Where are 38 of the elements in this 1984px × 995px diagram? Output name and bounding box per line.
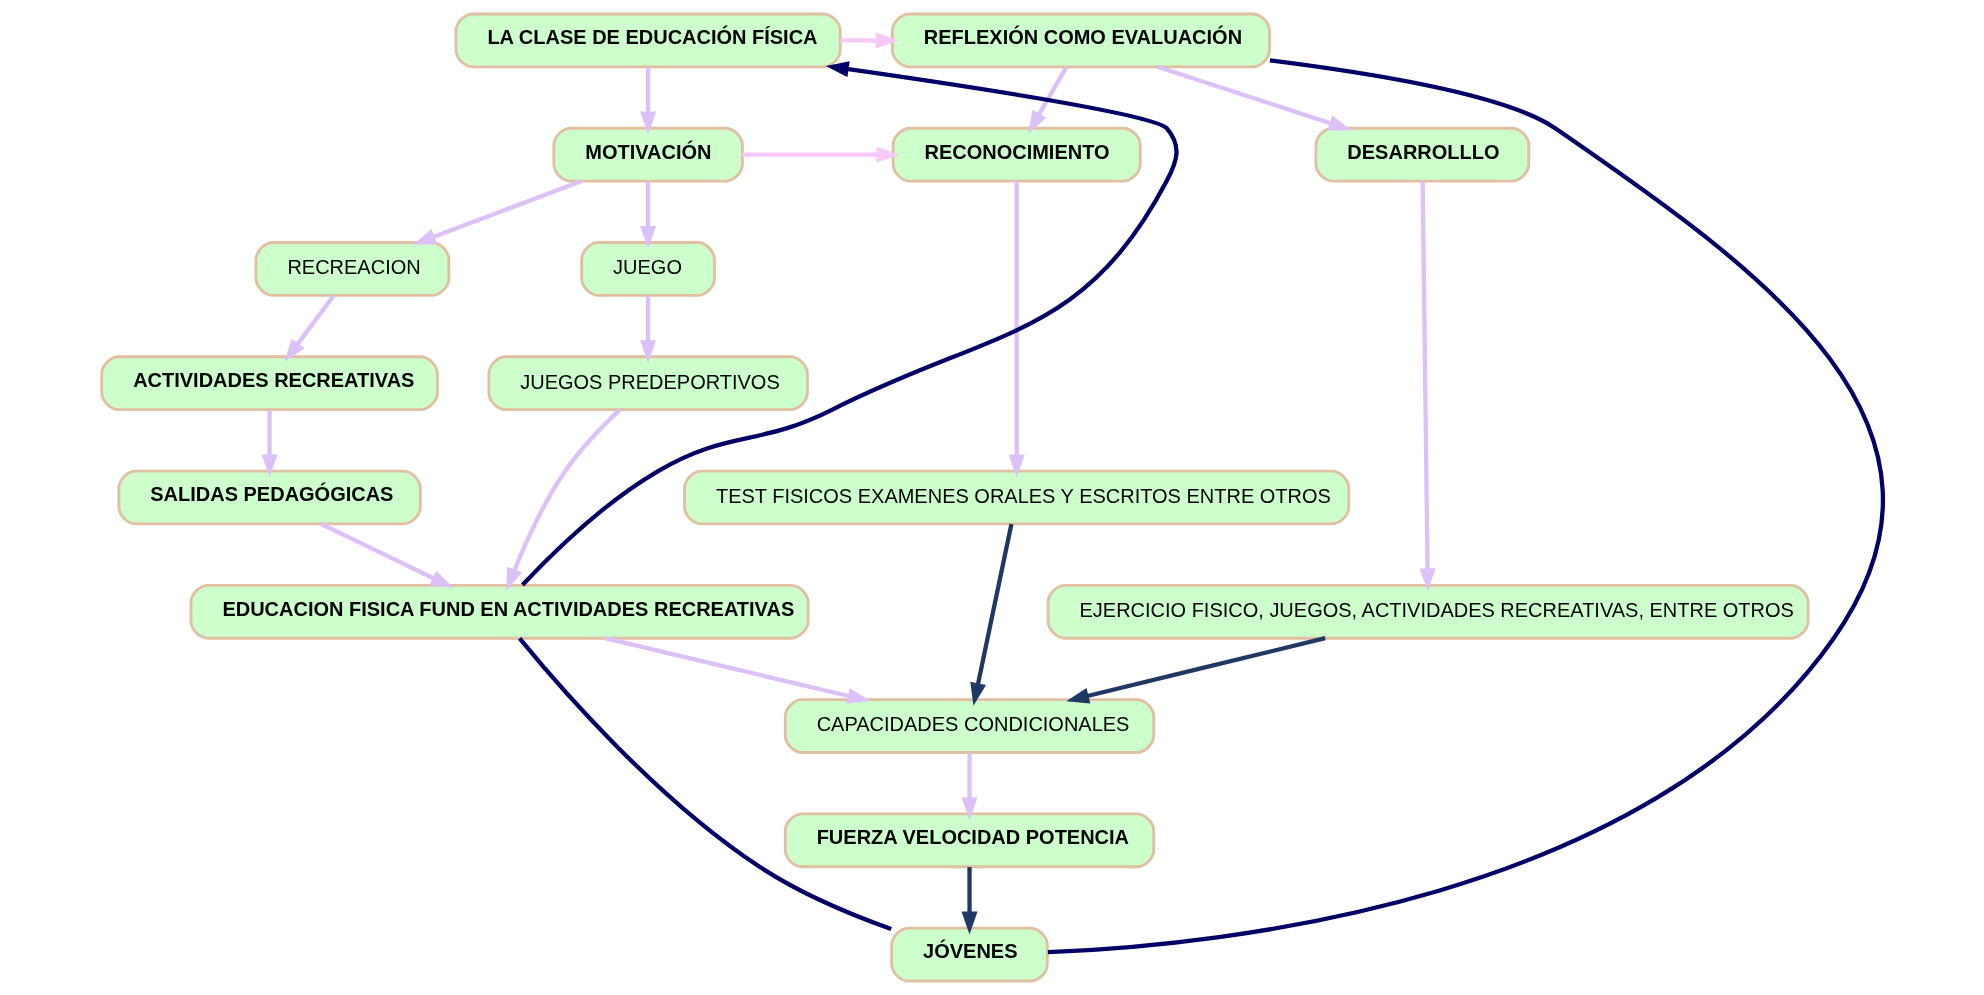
arrow [283, 294, 335, 362]
node-box: LA CLASE DE EDUCACIÓN FÍSICA [454, 12, 842, 69]
arrow [1008, 181, 1025, 478]
node-box: RECONOCIMIENTO [891, 126, 1142, 183]
arrow [319, 522, 454, 589]
node-box: EJERCICIO FISICO, JUEGOS, ACTIVIDADES RECREATIVAS, ENTRE OTROS [1046, 583, 1809, 640]
node-box: ACTIVIDADES RECREATIVAS [99, 355, 439, 412]
node-box: JUEGOS PREDEPORTIVOS [486, 355, 809, 412]
arrow [604, 636, 870, 704]
connector [1047, 58, 1884, 955]
arrow [261, 409, 278, 478]
arrow [1065, 636, 1326, 704]
node-box: MOTIVACIÓN [551, 126, 744, 183]
arrow [961, 867, 978, 935]
node-box: FUERZA VELOCIDAD POTENCIA [783, 812, 1155, 869]
node-box: REFLEXIÓN COMO EVALUACIÓN [890, 12, 1271, 69]
arrow [520, 61, 1178, 587]
arrow [741, 146, 899, 163]
arrow [1027, 66, 1068, 134]
node-box: JÓVENES [889, 926, 1049, 983]
node-box: TEST FISICOS EXAMENES ORALES Y ESCRITOS ENTRE OTROS [682, 469, 1350, 526]
node-box: SALIDAS PEDAGÓGICAS [116, 469, 422, 526]
arrow [839, 32, 899, 49]
node-box: JUEGO [579, 241, 716, 297]
node-box: RECREACION [254, 241, 450, 297]
node-box: DESARROLLLO [1314, 126, 1530, 183]
node-box: CAPACIDADES CONDICIONALES [783, 698, 1155, 754]
arrow [1156, 64, 1352, 131]
arrow [969, 523, 1014, 706]
arrow [639, 181, 656, 249]
arrow [1419, 181, 1436, 592]
arrow [412, 179, 582, 245]
node-box: EDUCACION FISICA FUND EN ACTIVIDADES RECREATIVAS [189, 583, 810, 640]
arrow [505, 408, 621, 591]
arrow [639, 67, 656, 135]
arrow [961, 752, 978, 821]
arrow [639, 295, 656, 364]
connector [517, 637, 892, 932]
